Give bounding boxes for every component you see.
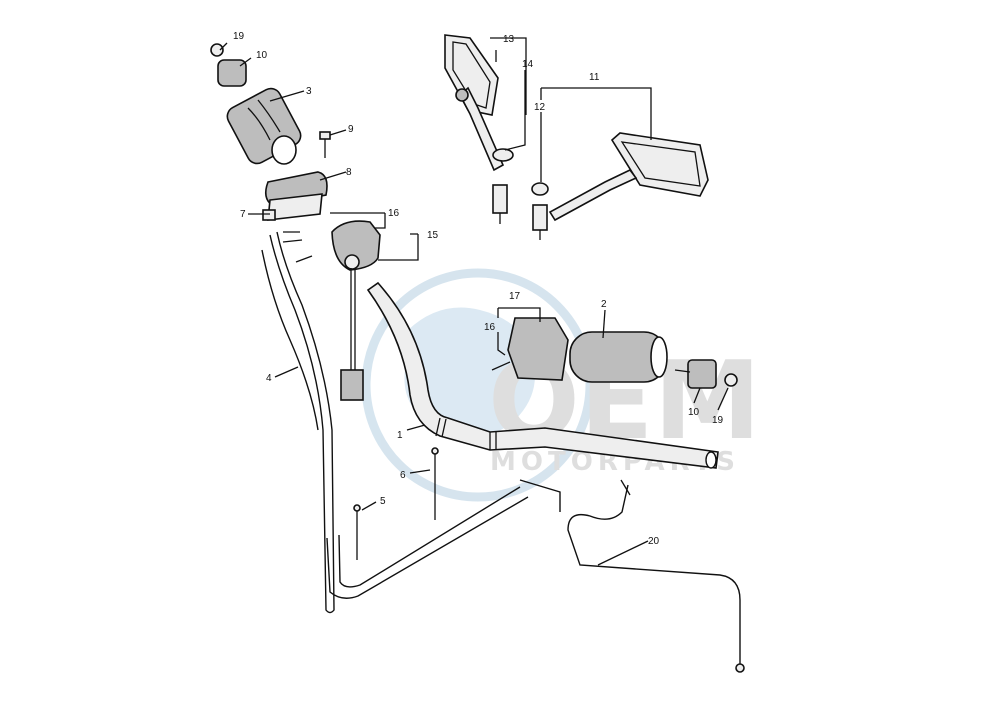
callout-13: 13 <box>503 34 515 45</box>
callout-1: 1 <box>397 430 403 441</box>
watermark-globe <box>404 307 535 438</box>
screws-left <box>282 131 331 263</box>
callout-19-right: 19 <box>712 415 724 426</box>
callout-12: 12 <box>534 102 546 113</box>
callout-2: 2 <box>601 299 607 310</box>
left-grip <box>226 87 302 165</box>
callout-10-right: 10 <box>688 407 700 418</box>
right-switch <box>331 220 381 401</box>
throttle-housing <box>262 171 328 221</box>
callout-4: 4 <box>266 373 272 384</box>
callout-11: 11 <box>589 72 600 83</box>
callout-9: 9 <box>348 124 354 135</box>
mirror-left <box>444 34 514 224</box>
callout-17: 17 <box>509 291 521 302</box>
brake-cable <box>567 479 745 673</box>
callout-7: 7 <box>240 209 246 220</box>
handlebar <box>366 281 719 469</box>
callout-15: 15 <box>427 230 439 241</box>
callout-14: 14 <box>522 59 534 70</box>
callout-10: 10 <box>256 50 268 61</box>
watermark-ring <box>361 268 595 502</box>
callout-16-upper: 16 <box>388 208 400 219</box>
callout-8: 8 <box>346 167 352 178</box>
callout-19: 19 <box>233 31 245 42</box>
cables <box>261 231 561 614</box>
leader-lines <box>219 37 729 566</box>
grip-end-weight-left <box>210 43 247 87</box>
callout-16-lower: 16 <box>484 322 496 333</box>
mirror-right <box>531 132 709 240</box>
callout-3: 3 <box>306 86 312 97</box>
callout-5: 5 <box>380 496 386 507</box>
right-grip-assembly <box>491 317 738 389</box>
callout-labels: 19 10 3 9 8 7 16 15 13 14 11 12 17 16 2 … <box>233 31 724 547</box>
callout-20: 20 <box>648 536 660 547</box>
callout-6: 6 <box>400 470 406 481</box>
